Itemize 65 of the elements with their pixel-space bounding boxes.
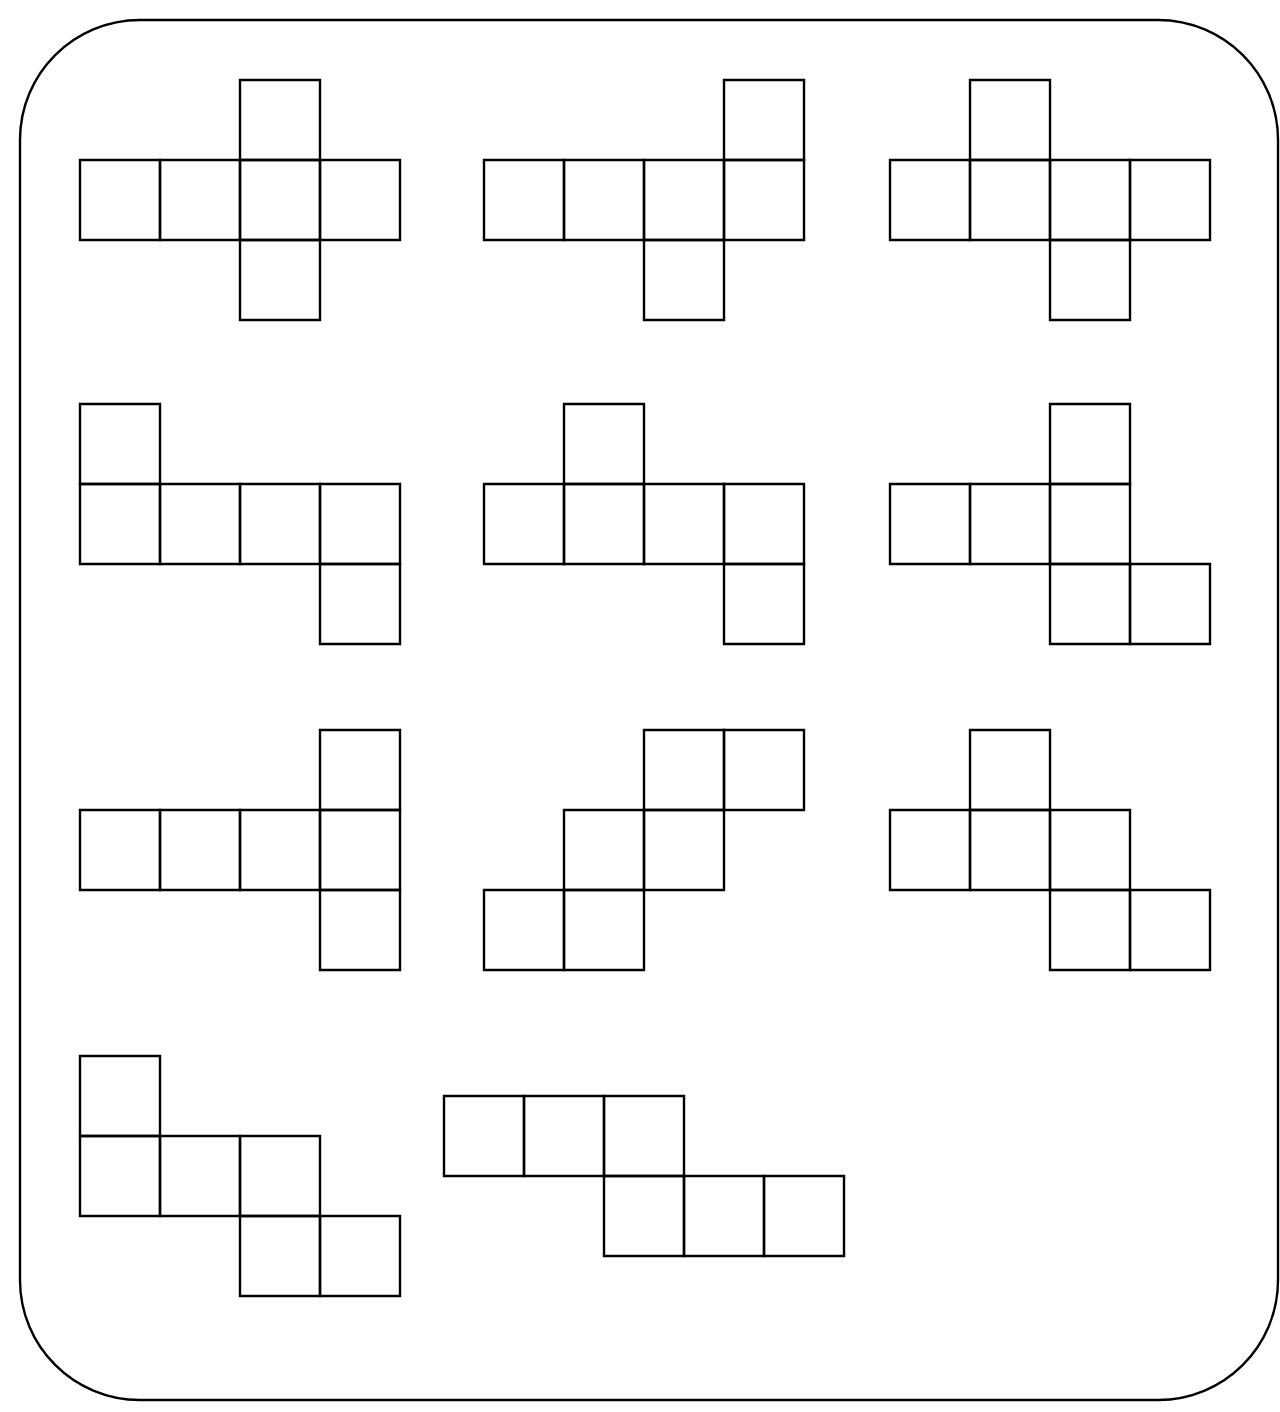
square bbox=[722, 482, 806, 566]
square bbox=[968, 808, 1052, 892]
square bbox=[722, 562, 806, 646]
square bbox=[482, 482, 566, 566]
square bbox=[722, 158, 806, 242]
square bbox=[888, 158, 972, 242]
square bbox=[522, 1094, 606, 1178]
square bbox=[562, 402, 646, 486]
square bbox=[602, 1094, 686, 1178]
square bbox=[642, 482, 726, 566]
square bbox=[158, 1134, 242, 1218]
square bbox=[602, 1174, 686, 1258]
square bbox=[1048, 808, 1132, 892]
square bbox=[158, 808, 242, 892]
square bbox=[78, 482, 162, 566]
square bbox=[78, 1134, 162, 1218]
square bbox=[318, 888, 402, 972]
square bbox=[562, 158, 646, 242]
square bbox=[722, 78, 806, 162]
square bbox=[318, 482, 402, 566]
square bbox=[78, 158, 162, 242]
square bbox=[1128, 158, 1212, 242]
square bbox=[158, 482, 242, 566]
square bbox=[238, 1214, 322, 1298]
square bbox=[318, 728, 402, 812]
square bbox=[968, 482, 1052, 566]
square bbox=[318, 1214, 402, 1298]
square bbox=[482, 888, 566, 972]
square bbox=[1128, 888, 1212, 972]
square bbox=[1048, 888, 1132, 972]
square bbox=[1048, 482, 1132, 566]
square bbox=[722, 728, 806, 812]
square bbox=[78, 808, 162, 892]
square bbox=[1048, 158, 1132, 242]
square bbox=[442, 1094, 526, 1178]
square bbox=[318, 158, 402, 242]
square bbox=[682, 1174, 766, 1258]
square bbox=[482, 158, 566, 242]
square bbox=[1048, 562, 1132, 646]
square bbox=[562, 808, 646, 892]
square bbox=[642, 238, 726, 322]
square bbox=[762, 1174, 846, 1258]
square bbox=[1048, 402, 1132, 486]
square bbox=[642, 728, 726, 812]
square bbox=[1048, 238, 1132, 322]
square bbox=[318, 808, 402, 892]
square bbox=[888, 808, 972, 892]
square bbox=[238, 238, 322, 322]
square bbox=[562, 888, 646, 972]
square bbox=[562, 482, 646, 566]
square bbox=[1128, 562, 1212, 646]
square bbox=[642, 808, 726, 892]
square bbox=[888, 482, 972, 566]
square bbox=[158, 158, 242, 242]
square bbox=[238, 808, 322, 892]
square bbox=[318, 562, 402, 646]
square bbox=[642, 158, 726, 242]
square bbox=[78, 402, 162, 486]
square bbox=[238, 1134, 322, 1218]
square bbox=[238, 482, 322, 566]
square bbox=[238, 78, 322, 162]
square bbox=[968, 78, 1052, 162]
square bbox=[968, 158, 1052, 242]
square bbox=[968, 728, 1052, 812]
square bbox=[78, 1054, 162, 1138]
